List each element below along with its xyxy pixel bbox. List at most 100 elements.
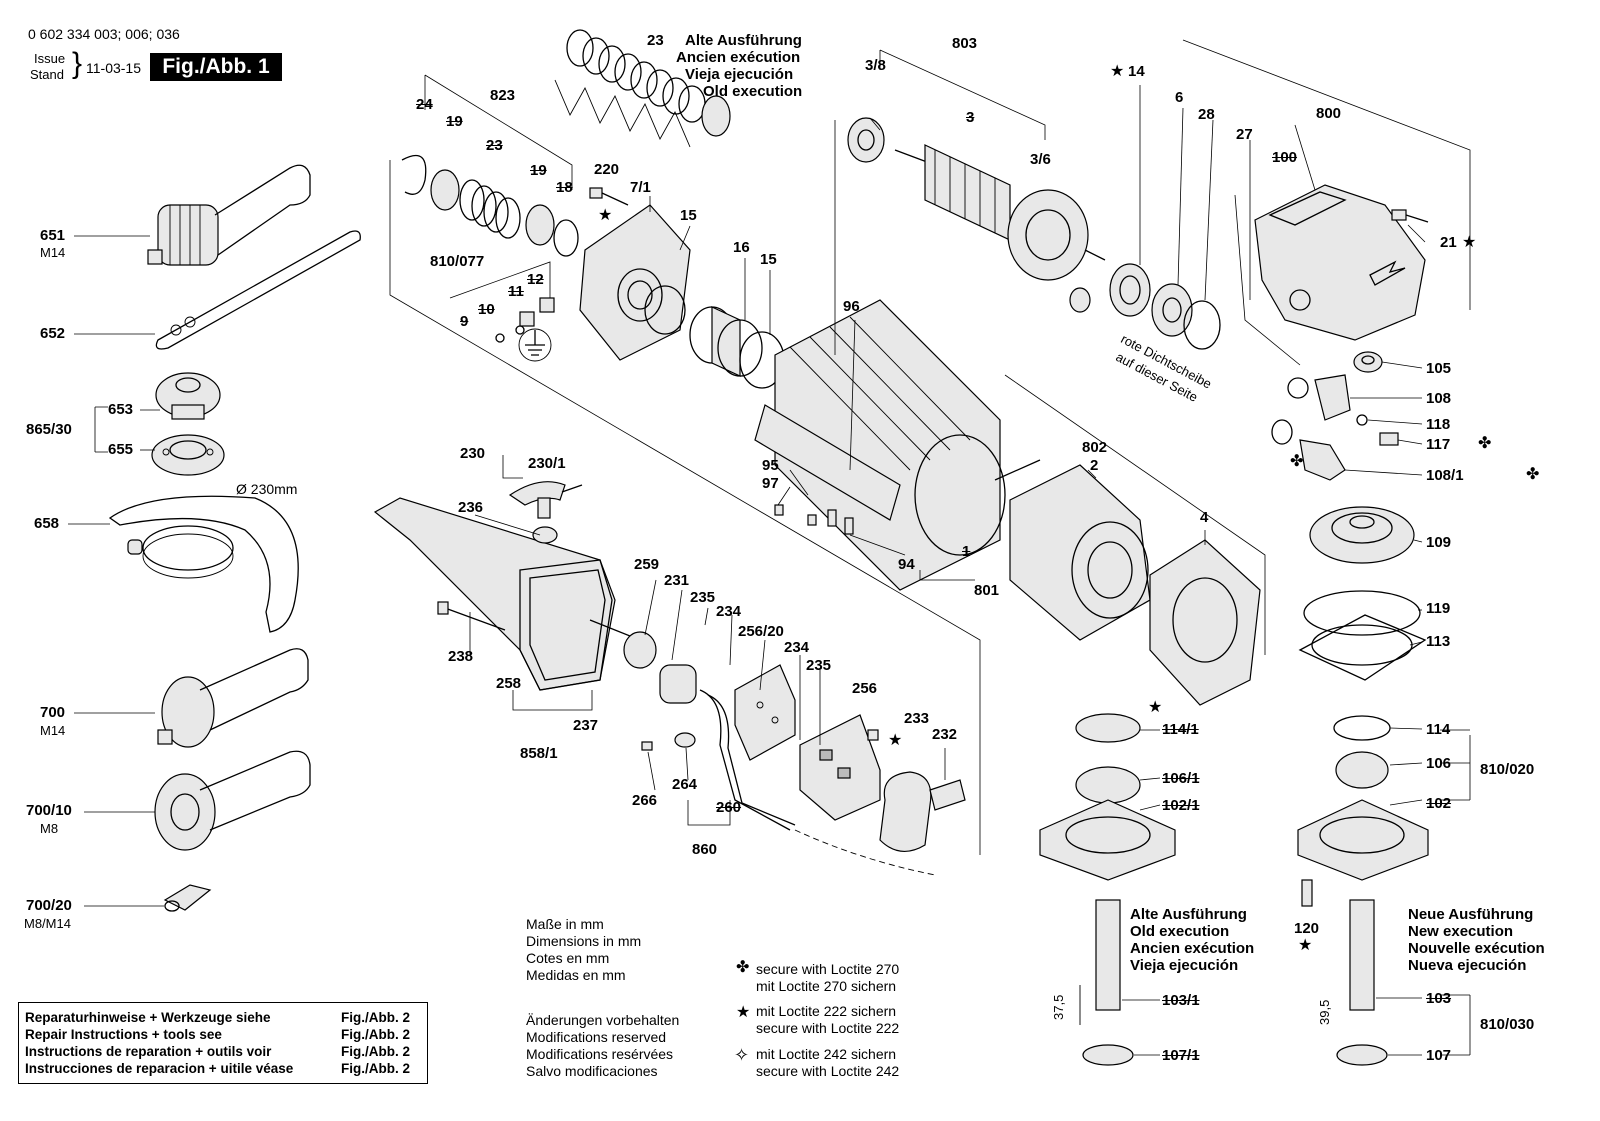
callout-114-1-crossed: 114/1 (1162, 721, 1199, 738)
fan-guide-4 (1149, 539, 1261, 706)
old-execution-bottom-fr: Ancien exécution (1130, 940, 1255, 957)
callout-865-30: 865/30 (26, 421, 72, 438)
callout-18-crossed: 18 (556, 179, 573, 196)
clover-marker-108-1: ✤ (1526, 466, 1540, 483)
callout-800: 800 (1316, 105, 1342, 122)
old-execution-bottom-de: Alte Ausführung (1130, 906, 1247, 923)
callout-103-crossed: 103 (1426, 990, 1452, 1007)
callout-700-20: 700/20 (26, 897, 72, 914)
repair-fig-es: Fig./Abb. 2 (341, 1061, 410, 1076)
doc-numbers: 0 602 334 003; 006; 036 (28, 26, 180, 42)
callout-653: 653 (108, 401, 134, 418)
old-execution-bottom-en: Old execution (1130, 923, 1230, 940)
new-bearing-flange (1297, 715, 1429, 1066)
callout-823: 823 (490, 87, 516, 104)
callout-810-020: 810/020 (1480, 761, 1535, 778)
clover-marker-117: ✤ (1478, 435, 1492, 452)
callout-21: 21 (1440, 234, 1457, 251)
callout-858-1: 858/1 (520, 745, 558, 762)
callout-860: 860 (692, 841, 718, 858)
callout-12-crossed: 12 (527, 271, 544, 288)
callout-27: 27 (1236, 126, 1253, 143)
new-execution-bottom-es: Nueva ejecución (1408, 957, 1527, 974)
callout-237: 237 (573, 717, 599, 734)
old-execution-top-en: Old execution (703, 83, 803, 100)
screw-220 (589, 187, 629, 206)
new-execution-bottom-fr: Nouvelle exécution (1408, 940, 1545, 957)
pinion-108 (1287, 374, 1399, 446)
callout-19a-crossed: 19 (446, 113, 463, 130)
spanner-652 (155, 230, 361, 350)
callout-700-sub: M14 (40, 723, 66, 738)
callout-96: 96 (843, 298, 860, 315)
dimensions-note-fr: Cotes en mm (526, 950, 610, 966)
callout-220: 220 (594, 161, 620, 178)
brace: } (72, 47, 83, 80)
callout-655: 655 (108, 441, 134, 458)
star-marker-120: ★ (1298, 937, 1313, 954)
callout-266: 266 (632, 792, 658, 809)
grouping-brackets (94, 39, 1471, 1056)
callout-233: 233 (904, 710, 930, 727)
callout-235b: 235 (806, 657, 832, 674)
lock-knob-230 (508, 481, 583, 544)
callout-107: 107 (1426, 1047, 1452, 1064)
callout-700-20-sub: M8/M14 (24, 916, 71, 931)
callout-700-10: 700/10 (26, 802, 72, 819)
new-execution-bottom-de: Neue Ausführung (1408, 906, 1534, 923)
old-execution-top-fr: Ancien exécution (676, 49, 801, 66)
gear-housing-800 (1254, 184, 1429, 341)
legend-symbol-270: ✤ (736, 959, 750, 976)
callout-259: 259 (634, 556, 660, 573)
old-spring-stack (554, 29, 731, 148)
callout-260-crossed: 260 (716, 799, 742, 816)
callout-4: 4 (1200, 509, 1209, 526)
adapter-700-20 (163, 884, 212, 912)
callout-810-077: 810/077 (430, 253, 485, 270)
callout-658: 658 (34, 515, 60, 532)
callout-94: 94 (898, 556, 915, 573)
callout-118: 118 (1426, 416, 1451, 433)
legend-242-line-1: mit Loctite 242 sichern (756, 1046, 897, 1062)
callout-234b: 234 (784, 639, 810, 656)
callout-23a-crossed: 23 (486, 137, 503, 154)
callout-258: 258 (496, 675, 522, 692)
callout-102-crossed: 102 (1426, 795, 1452, 812)
callout-107-1-crossed: 107/1 (1162, 1047, 1200, 1064)
callout-120: 120 (1294, 920, 1320, 937)
callout-97: 97 (762, 475, 779, 492)
callout-810-030: 810/030 (1480, 1016, 1535, 1033)
bearing-14-6-28 (1109, 263, 1221, 350)
callout-113: 113 (1426, 633, 1451, 650)
dimensions-note-de: Maße in mm (526, 916, 604, 932)
callout-700-10-sub: M8 (40, 821, 59, 836)
old-execution-top-de: Alte Ausführung (685, 32, 802, 49)
side-handle-700 (157, 648, 309, 748)
repair-row-es: Instrucciones de reparacion + uitile véa… (25, 1061, 294, 1076)
issue-date: 11-03-15 (86, 60, 142, 76)
suppressor-232-233 (879, 771, 966, 852)
spring-assembly-823 (401, 154, 579, 257)
callout-6: 6 (1175, 89, 1184, 106)
callout-14: 14 (1128, 63, 1145, 80)
dim-37-5: 37,5 (1051, 994, 1066, 1020)
repair-row-fr: Instructions de reparation + outils voir (25, 1044, 272, 1059)
callout-1-crossed: 1 (962, 543, 971, 560)
dimensions-note-es: Medidas en mm (526, 967, 626, 983)
callout-3-6: 3/6 (1030, 151, 1051, 168)
cable-264-266 (641, 732, 936, 876)
callout-106-1-crossed: 106/1 (1162, 770, 1200, 787)
callout-95: 95 (762, 457, 779, 474)
sleeves-15-16 (689, 306, 785, 389)
callout-100-crossed: 100 (1272, 149, 1298, 166)
callout-230-1: 230/1 (528, 455, 566, 472)
callout-700: 700 (40, 704, 66, 721)
legend-222-line-2: secure with Loctite 222 (756, 1020, 900, 1036)
changes-note-es: Salvo modificaciones (526, 1063, 658, 1079)
repair-row-en: Repair Instructions + tools see (25, 1027, 222, 1042)
callout-238: 238 (448, 648, 474, 665)
callout-114: 114 (1426, 721, 1451, 738)
callout-7-1: 7/1 (630, 179, 651, 196)
dim-39-5: 39,5 (1317, 999, 1332, 1025)
